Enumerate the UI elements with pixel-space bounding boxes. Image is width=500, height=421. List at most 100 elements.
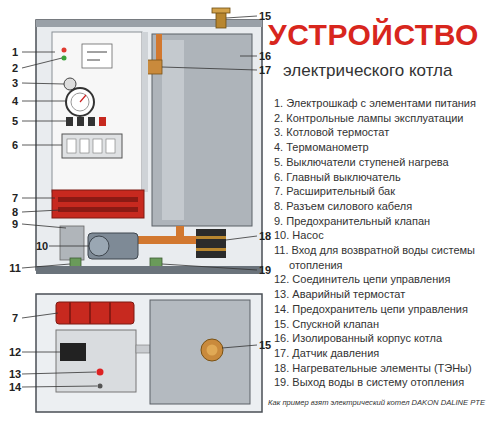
parts-list-item: 1. Электрошкаф с элементами питания [274, 96, 494, 111]
parts-list-item: 8. Разъем силового кабеля [274, 199, 494, 214]
parts-list-item: 17. Датчик давления [274, 346, 494, 361]
parts-list-item: 12. Соединитель цепи управления [274, 272, 494, 287]
title: УСТРОЙСТВО [268, 17, 479, 53]
display-mark [87, 60, 100, 61]
stage-switch [77, 117, 84, 126]
leader-line [22, 145, 62, 146]
emergency-thermostat [97, 369, 104, 376]
callout-number: 9 [12, 218, 18, 231]
callout-number: 17 [259, 64, 271, 77]
leader-line [22, 313, 58, 318]
callout-number: 5 [12, 115, 18, 128]
leader-line [22, 198, 55, 199]
parts-list-item: 7. Расширительный бак [274, 184, 494, 199]
expansion-tank [52, 190, 144, 218]
cabinet-side [142, 32, 148, 192]
callout-number: 15 [259, 339, 271, 352]
tank-rib [89, 302, 91, 324]
leader-line [240, 56, 257, 57]
switch-toggle [93, 139, 102, 153]
leader-line [22, 121, 66, 122]
control-fuse [98, 384, 103, 389]
thermomanometer [66, 88, 94, 116]
element-band [196, 248, 226, 251]
leader-line [22, 224, 66, 228]
parts-list-item: 19. Выход воды в систему отопления [274, 375, 494, 390]
parts-list-item: 5. Выключатели ступеней нагрева [274, 155, 494, 170]
indicator-lamp [62, 48, 67, 53]
callout-number: 4 [12, 95, 18, 108]
leader-line [22, 386, 97, 387]
main-switch [62, 134, 122, 158]
electric-cabinet [52, 32, 142, 192]
stage-switch [88, 117, 95, 126]
callout-number: 15 [259, 10, 271, 23]
subtitle: электрического котла [283, 61, 452, 81]
leader-line [226, 236, 257, 240]
drain-valve [201, 339, 223, 361]
indicator-lamp [62, 56, 67, 61]
boiler-body [152, 34, 252, 226]
parts-list-item: 10. Насос [274, 228, 494, 243]
leader-line [162, 67, 257, 70]
parts-list-item: 15. Спускной клапан [274, 317, 494, 332]
pressure-sensor [146, 60, 162, 74]
pump-head [89, 236, 109, 256]
callout-number: 7 [12, 192, 18, 205]
switch-toggle [106, 139, 115, 153]
connecting-pipe [136, 345, 150, 353]
leader-line [222, 345, 257, 348]
callout-number: 19 [259, 264, 271, 277]
gauge-needle [80, 95, 86, 102]
parts-list-item: 14. Предохранитель цепи управления [274, 302, 494, 317]
base-rail [36, 266, 262, 274]
leader-line [22, 101, 66, 102]
parts-list-item: 13. Аварийный термостат [274, 287, 494, 302]
pump [88, 233, 138, 259]
leader-line [22, 264, 70, 268]
tank-rib [109, 302, 111, 324]
callout-number: 11 [9, 262, 21, 275]
leader-line [22, 372, 96, 374]
outer-casing [36, 20, 262, 270]
display-mark [87, 52, 107, 53]
valve-block [60, 226, 84, 260]
callout-number: 16 [259, 50, 271, 63]
top-bar [36, 20, 262, 27]
display-panel [82, 44, 112, 68]
callout-number: 2 [12, 62, 18, 75]
valve-cap [212, 8, 230, 13]
leader-line [22, 352, 60, 353]
switch-toggle [80, 139, 89, 153]
parts-list-item: 3. Котловой термостат [274, 125, 494, 140]
callout-number: 6 [12, 139, 18, 152]
callout-number: 8 [12, 206, 18, 219]
parts-list-item: 9. Предохранительный клапан [274, 214, 494, 229]
parts-list: 1. Электрошкаф с элементами питания2. Ко… [274, 96, 494, 390]
callout-number: 13 [9, 368, 21, 381]
copper-pipe [176, 226, 184, 242]
callout-number: 10 [36, 240, 48, 253]
leader-line [226, 16, 257, 18]
parts-list-item: 11. Вход для возвратной воды системы ото… [274, 243, 494, 272]
callout-number: 1 [12, 46, 18, 59]
leader-line [22, 83, 64, 84]
heating-elements [196, 229, 226, 258]
tank-rib [58, 207, 138, 212]
outer-casing [36, 294, 262, 412]
parts-list-item: 16. Изолированный корпус котла [274, 331, 494, 346]
callout-number: 3 [12, 77, 18, 90]
stage-switch [99, 117, 106, 126]
copper-pipe [138, 236, 198, 244]
leader-line [22, 210, 60, 212]
switch-toggle [67, 139, 76, 153]
leader-line [49, 246, 89, 247]
drain-valve [216, 12, 226, 28]
gauge-scale [71, 93, 89, 111]
expansion-tank [56, 302, 134, 324]
element-band [196, 236, 226, 239]
front-view [36, 8, 262, 274]
parts-list-item: 18. Нагревательные элементы (ТЭНы) [274, 361, 494, 376]
valve-center [207, 345, 218, 356]
